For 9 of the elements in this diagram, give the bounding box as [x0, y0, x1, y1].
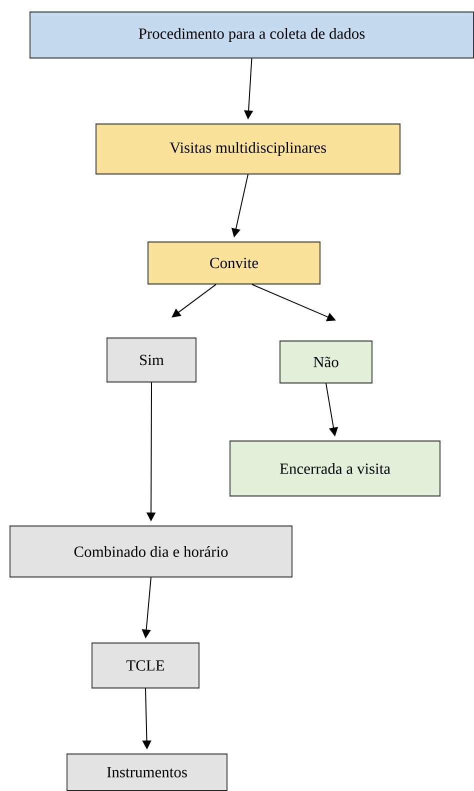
process-box: Visitas multidisciplinares — [96, 124, 400, 174]
process-box: Instrumentos — [66, 754, 228, 791]
title-box: Procedimento para a coleta de dados — [30, 12, 474, 58]
process-box: Encerrada a visita — [230, 440, 440, 496]
process-box: Convite — [148, 242, 320, 284]
process-box: Sim — [106, 338, 196, 382]
process-box: Combinado dia e horário — [10, 526, 292, 578]
process-box: TCLE — [92, 642, 200, 688]
process-box: Não — [280, 340, 372, 384]
